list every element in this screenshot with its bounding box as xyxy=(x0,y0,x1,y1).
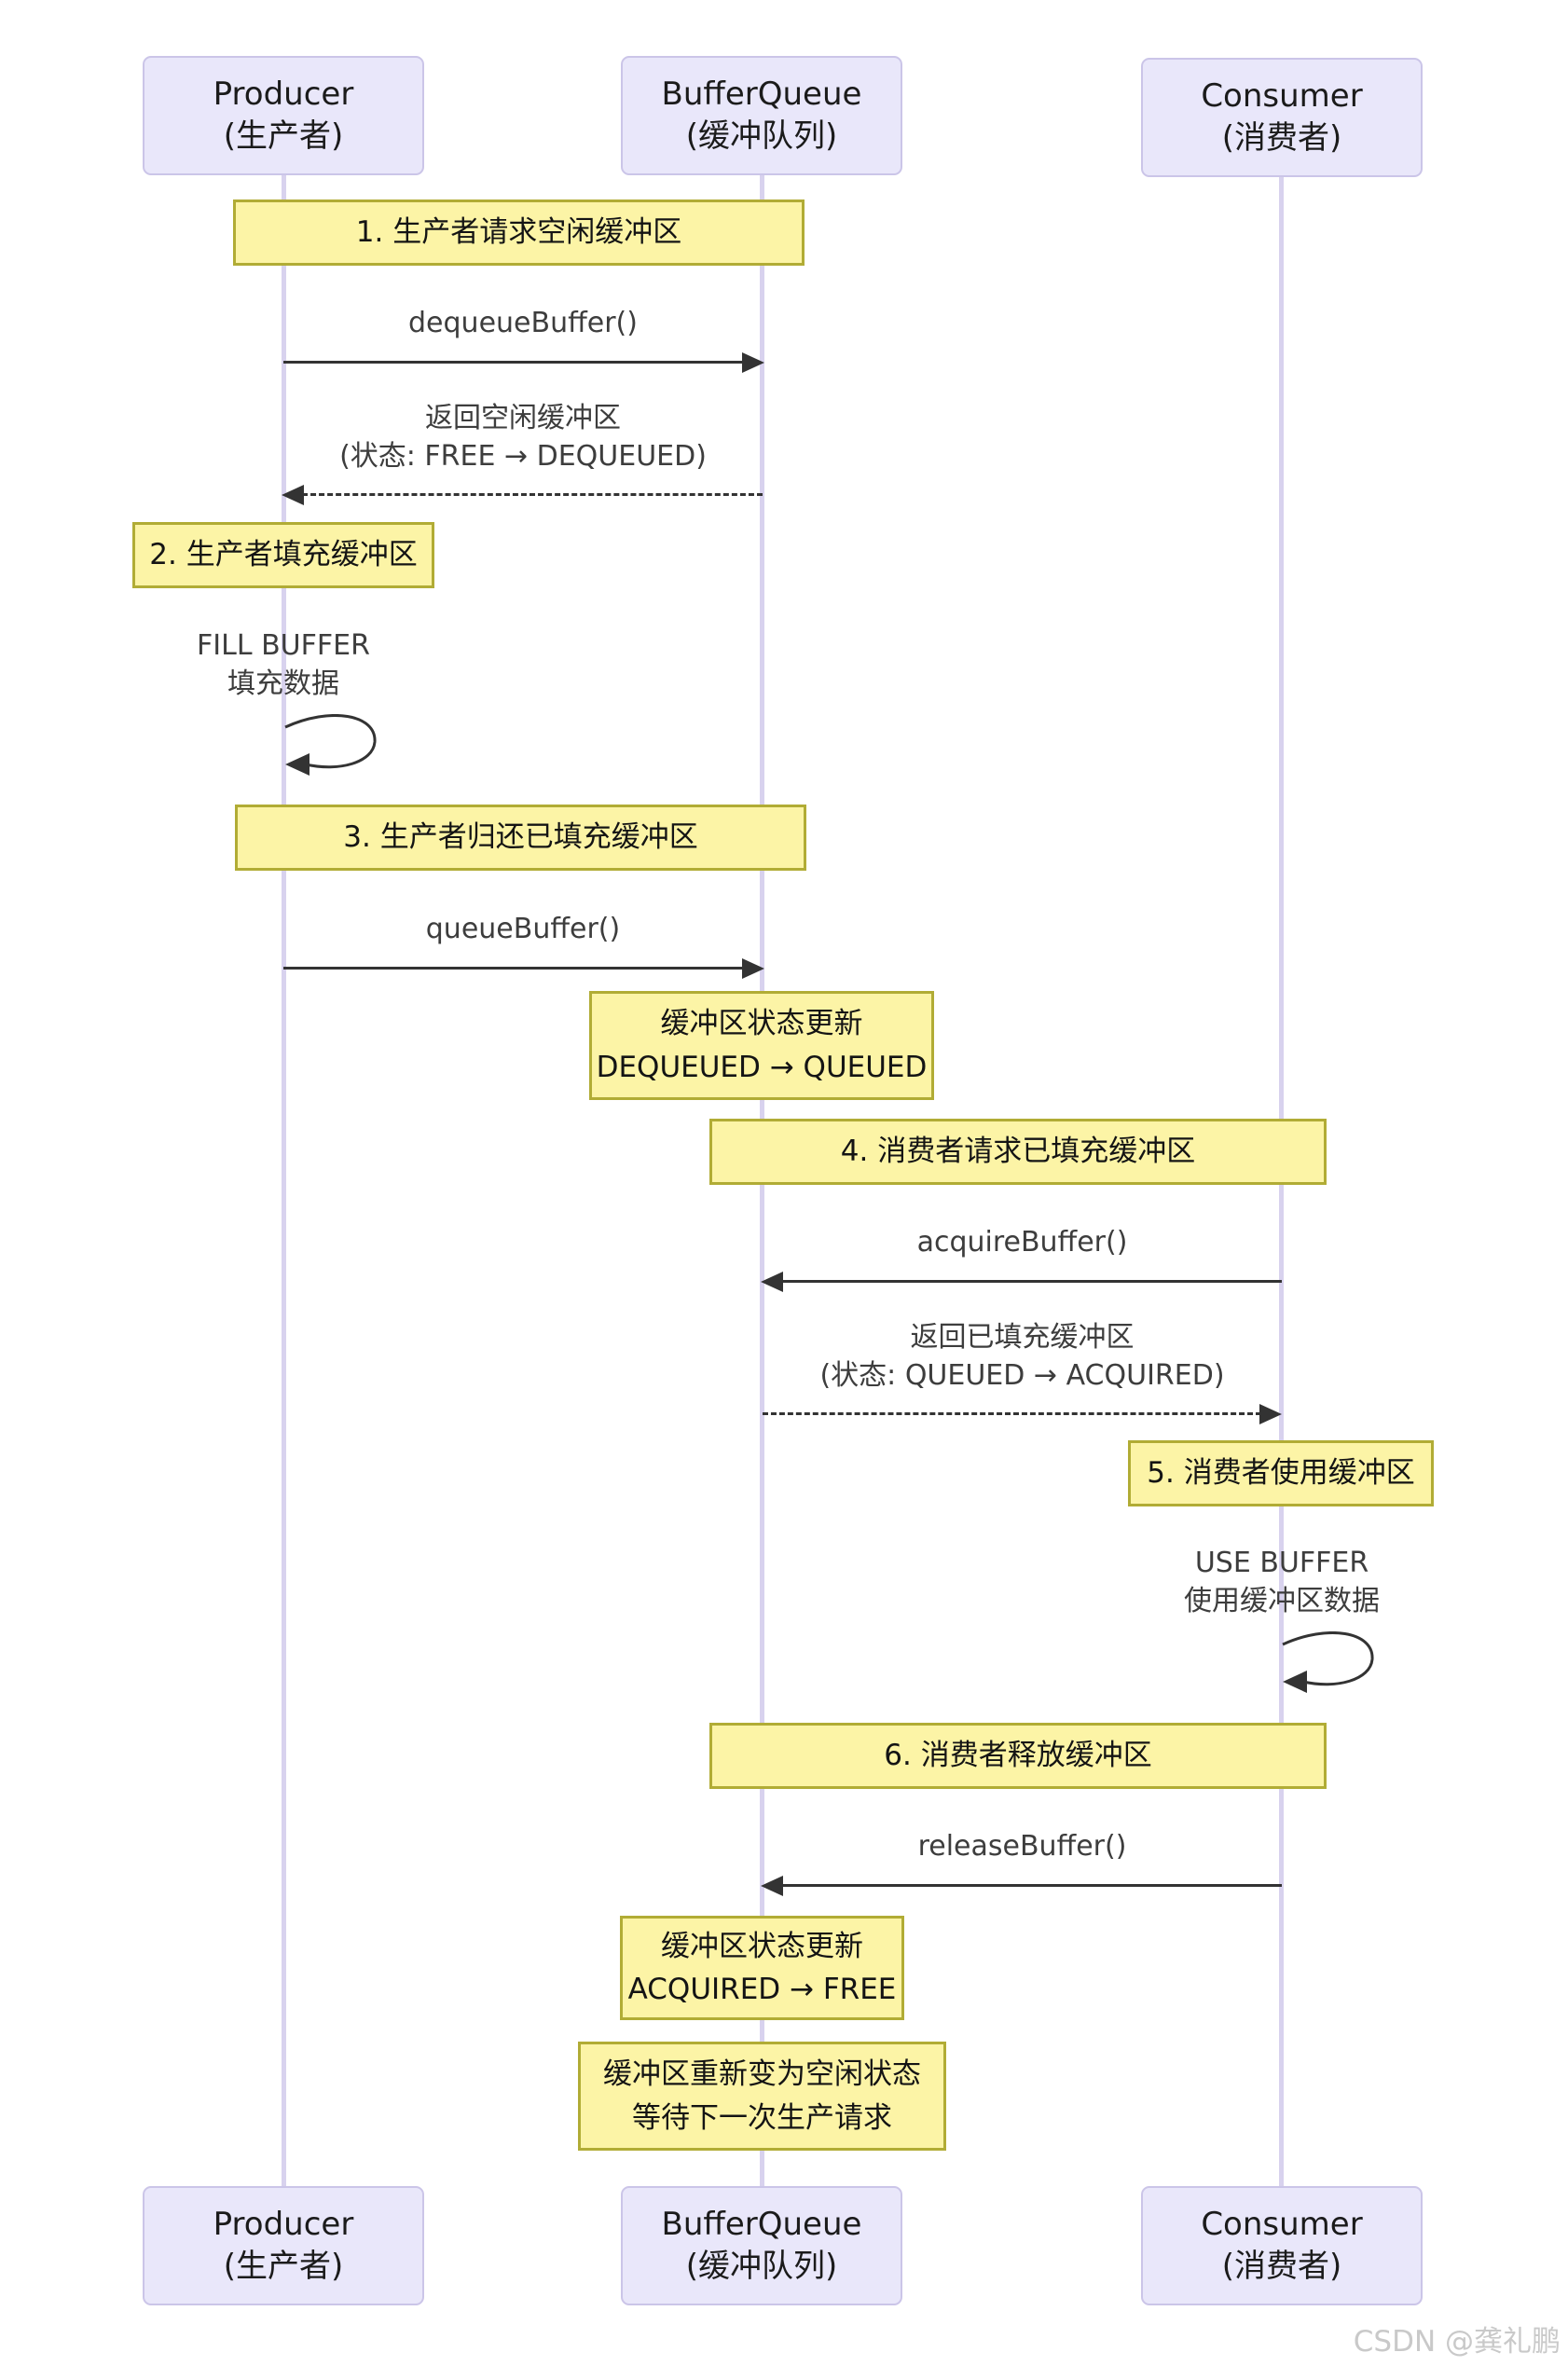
note-state-acquired-free: 缓冲区状态更新 ACQUIRED → FREE xyxy=(620,1916,904,2020)
lifeline-producer xyxy=(282,175,286,2188)
note-step-2: 2. 生产者填充缓冲区 xyxy=(132,522,434,588)
note-text: 3. 生产者归还已填充缓冲区 xyxy=(343,820,698,855)
actor-alias: (缓冲队列) xyxy=(685,117,838,155)
self-loop-arrow-icon xyxy=(284,714,377,776)
message-label-return-free: 返回空闲缓冲区 (状态: FREE → DEQUEUED) xyxy=(283,399,763,476)
message-text-line1: 返回空闲缓冲区 xyxy=(425,402,621,434)
message-label-use-buffer: USE BUFFER 使用缓冲区数据 xyxy=(1142,1544,1422,1621)
arrowhead-left-icon xyxy=(761,1272,783,1292)
actor-top-consumer: Consumer (消费者) xyxy=(1141,58,1423,177)
message-text: releaseBuffer() xyxy=(917,1830,1127,1863)
message-label-return-filled: 返回已填充缓冲区 (状态: QUEUED → ACQUIRED) xyxy=(763,1318,1282,1396)
note-text: 5. 消费者使用缓冲区 xyxy=(1147,1456,1415,1491)
message-label-releasebuffer: releaseBuffer() xyxy=(763,1827,1282,1865)
arrow-releasebuffer xyxy=(781,1884,1282,1887)
note-buffer-idle: 缓冲区重新变为空闲状态 等待下一次生产请求 xyxy=(578,2042,946,2151)
note-text: 2. 生产者填充缓冲区 xyxy=(149,538,418,572)
note-text-line2: DEQUEUED → QUEUED xyxy=(596,1050,928,1084)
arrow-queuebuffer xyxy=(283,967,748,970)
watermark-text: CSDN @龚礼鹏 xyxy=(1353,2325,1561,2359)
note-text: 4. 消费者请求已填充缓冲区 xyxy=(840,1135,1196,1169)
actor-alias: (消费者) xyxy=(1221,2248,1342,2285)
message-label-acquirebuffer: acquireBuffer() xyxy=(763,1223,1282,1261)
actor-name: BufferQueue xyxy=(661,76,862,114)
note-text: 1. 生产者请求空闲缓冲区 xyxy=(355,215,682,250)
message-text-line2: (状态: FREE → DEQUEUED) xyxy=(339,440,707,474)
actor-name: Consumer xyxy=(1201,77,1363,116)
note-step-5: 5. 消费者使用缓冲区 xyxy=(1128,1440,1434,1506)
arrow-acquirebuffer xyxy=(781,1280,1282,1283)
arrowhead-right-icon xyxy=(742,352,764,373)
actor-bottom-producer: Producer (生产者) xyxy=(143,2186,424,2305)
message-label-fill-buffer: FILL BUFFER 填充数据 xyxy=(144,626,423,704)
note-text-line2: ACQUIRED → FREE xyxy=(627,1973,897,2006)
arrowhead-right-icon xyxy=(742,958,764,979)
message-text: acquireBuffer() xyxy=(916,1226,1128,1259)
actor-top-producer: Producer (生产者) xyxy=(143,56,424,175)
actor-name: BufferQueue xyxy=(661,2206,862,2244)
arrowhead-left-icon xyxy=(282,485,304,505)
note-step-4: 4. 消费者请求已填充缓冲区 xyxy=(709,1119,1327,1185)
note-step-3: 3. 生产者归还已填充缓冲区 xyxy=(235,805,806,871)
message-text-line2: 填充数据 xyxy=(227,667,339,701)
message-text-line2: (状态: QUEUED → ACQUIRED) xyxy=(819,1359,1225,1393)
message-text-line1: USE BUFFER xyxy=(1194,1547,1369,1579)
self-loop-arrow-icon xyxy=(1282,1631,1374,1693)
arrow-return-filled xyxy=(763,1412,1261,1415)
note-text-line1: 缓冲区状态更新 xyxy=(661,1929,863,1963)
actor-alias: (生产者) xyxy=(223,2248,344,2285)
message-text: queueBuffer() xyxy=(425,913,621,945)
message-text-line2: 使用缓冲区数据 xyxy=(1184,1585,1380,1618)
note-text: 6. 消费者释放缓冲区 xyxy=(884,1739,1152,1773)
note-text-line2: 等待下一次生产请求 xyxy=(632,2100,892,2135)
actor-name: Producer xyxy=(213,76,354,114)
message-label-queuebuffer: queueBuffer() xyxy=(283,910,763,948)
note-state-dequeued-queued: 缓冲区状态更新 DEQUEUED → QUEUED xyxy=(589,991,934,1100)
actor-top-bufferqueue: BufferQueue (缓冲队列) xyxy=(621,56,902,175)
note-text-line1: 缓冲区重新变为空闲状态 xyxy=(603,2057,921,2091)
arrow-return-free xyxy=(302,493,763,496)
actor-name: Consumer xyxy=(1201,2206,1363,2244)
arrowhead-left-icon xyxy=(761,1876,783,1896)
actor-alias: (生产者) xyxy=(223,117,344,155)
message-label-dequeuebuffer: dequeueBuffer() xyxy=(283,304,763,342)
message-text-line1: FILL BUFFER xyxy=(197,629,370,662)
csdn-watermark: CSDN @龚礼鹏 xyxy=(1354,2318,1561,2359)
actor-alias: (缓冲队列) xyxy=(685,2248,838,2285)
note-step-1: 1. 生产者请求空闲缓冲区 xyxy=(233,199,805,266)
arrowhead-right-icon xyxy=(1259,1404,1282,1424)
arrow-dequeuebuffer xyxy=(283,361,748,364)
actor-alias: (消费者) xyxy=(1221,119,1342,157)
note-text-line1: 缓冲区状态更新 xyxy=(660,1007,863,1040)
message-text-line1: 返回已填充缓冲区 xyxy=(910,1321,1135,1354)
actor-bottom-consumer: Consumer (消费者) xyxy=(1141,2186,1423,2305)
note-step-6: 6. 消费者释放缓冲区 xyxy=(709,1723,1327,1789)
actor-bottom-bufferqueue: BufferQueue (缓冲队列) xyxy=(621,2186,902,2305)
actor-name: Producer xyxy=(213,2206,354,2244)
message-text: dequeueBuffer() xyxy=(408,307,638,339)
